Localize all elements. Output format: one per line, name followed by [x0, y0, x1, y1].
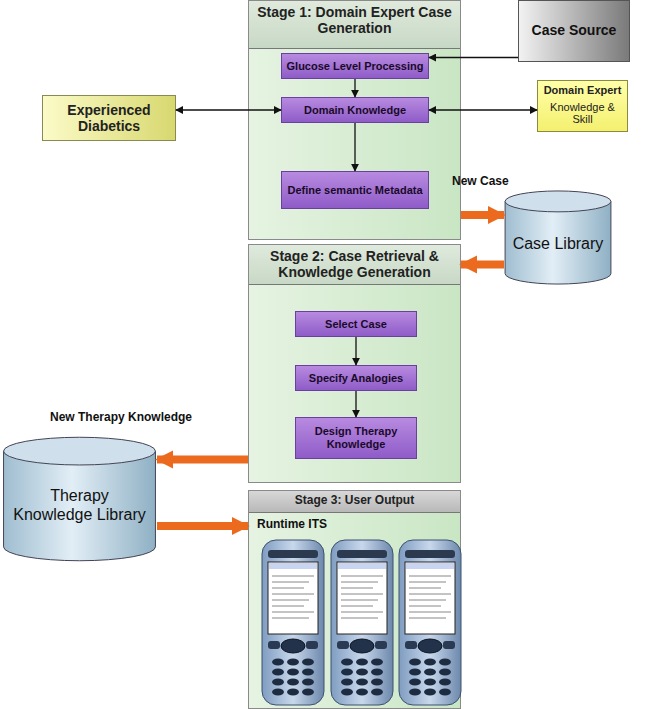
- connector-arrow: [429, 57, 518, 58]
- actor-box: Experienced Diabetics: [42, 95, 176, 141]
- actor-box: Domain ExpertKnowledge & Skill: [537, 80, 628, 132]
- box-label: Select Case: [325, 318, 387, 331]
- process-box: Specify Analogies: [295, 365, 417, 391]
- process-box: Domain Knowledge: [281, 97, 429, 123]
- box-label: Design Therapy Knowledge: [300, 425, 412, 450]
- box-label: Specify Analogies: [309, 372, 403, 385]
- stage-header: Stage 3: User Output: [249, 491, 460, 513]
- box-label: Knowledge & Skill: [542, 101, 623, 126]
- flow-arrow: [157, 522, 248, 530]
- process-box: Design Therapy Knowledge: [295, 417, 417, 459]
- stage-header: Stage 1: Domain Expert Case Generation: [249, 1, 460, 49]
- process-box: Glucose Level Processing: [281, 53, 429, 79]
- stage-title: Stage 3: User Output: [295, 493, 414, 507]
- stage-title: Stage 2: Case Retrieval & Knowledge Gene…: [270, 248, 439, 280]
- flow-arrow: [461, 211, 504, 219]
- box-label: Experienced Diabetics: [51, 102, 167, 134]
- cylinder-label: Case Library: [513, 234, 604, 253]
- flow-arrow: [157, 456, 248, 464]
- connector-arrow: [355, 337, 356, 365]
- stage-band: Stage 1: Domain Expert Case GenerationGl…: [248, 0, 461, 240]
- box-label: Domain Expert: [544, 84, 622, 97]
- connector-arrow: [429, 109, 537, 110]
- stage-subtitle: Runtime ITS: [257, 517, 327, 531]
- stage-title: Stage 1: Domain Expert Case Generation: [257, 4, 452, 36]
- connector-arrow: [355, 391, 356, 417]
- flow-arrow: [461, 261, 504, 269]
- process-box: Select Case: [295, 311, 417, 337]
- source-box: Case Source: [518, 0, 630, 62]
- database-cylinder: Case Library: [504, 190, 612, 285]
- process-box: Define semantic Metadata: [281, 171, 429, 209]
- box-label: Define semantic Metadata: [287, 184, 422, 197]
- cylinder-label: Therapy Knowledge Library: [10, 486, 149, 524]
- connector-arrow: [176, 109, 281, 110]
- connector-arrow: [354, 123, 355, 171]
- stage-band: Stage 2: Case Retrieval & Knowledge Gene…: [248, 244, 461, 483]
- annotation-label: New Case: [452, 174, 509, 188]
- annotation-label: New Therapy Knowledge: [50, 410, 192, 424]
- box-label: Glucose Level Processing: [287, 60, 424, 73]
- box-label: Domain Knowledge: [304, 104, 406, 117]
- box-label: Case Source: [532, 23, 617, 38]
- connector-arrow: [354, 79, 355, 97]
- database-cylinder: Therapy Knowledge Library: [2, 436, 157, 562]
- stage-header: Stage 2: Case Retrieval & Knowledge Gene…: [249, 245, 460, 285]
